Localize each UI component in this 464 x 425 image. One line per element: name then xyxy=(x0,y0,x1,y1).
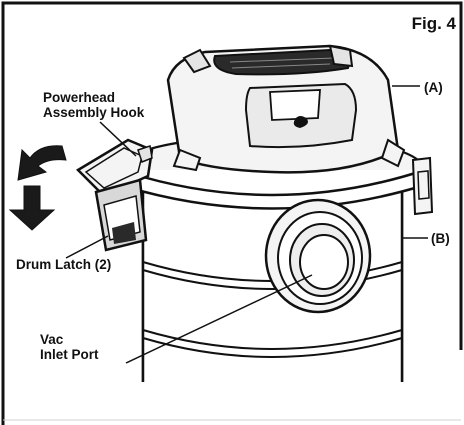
leader-powerhead-hook xyxy=(99,121,137,157)
label-powerhead-hook-line1: Powerhead xyxy=(43,90,116,105)
figure-number: Fig. 4 xyxy=(411,14,456,33)
powerhead xyxy=(166,44,406,174)
leader-drum-latch xyxy=(65,235,109,259)
label-inlet-line2: Inlet Port xyxy=(40,347,99,362)
down-arrow-icon xyxy=(8,185,56,231)
label-inlet-port: Vac Inlet Port xyxy=(40,332,99,362)
left-handle xyxy=(182,48,212,74)
leader-inlet xyxy=(125,274,313,364)
vac-inlet-port xyxy=(264,198,372,314)
label-drum: (B) xyxy=(431,231,450,246)
power-switch xyxy=(269,89,321,121)
label-powerhead-hook: Powerhead Assembly Hook xyxy=(43,90,144,120)
label-powerhead: (A) xyxy=(424,80,443,95)
leader-lines xyxy=(65,85,428,364)
label-powerhead-hook-line2: Assembly Hook xyxy=(43,105,145,120)
drum-rib-2 xyxy=(142,329,403,350)
label-inlet-line1: Vac xyxy=(40,332,64,347)
right-handle xyxy=(328,44,354,68)
drum-latch-left xyxy=(75,138,154,252)
rotate-arrow-icon xyxy=(17,145,67,181)
label-drum-latch: Drum Latch (2) xyxy=(16,257,112,272)
powerhead-assembly-hook xyxy=(137,145,153,163)
